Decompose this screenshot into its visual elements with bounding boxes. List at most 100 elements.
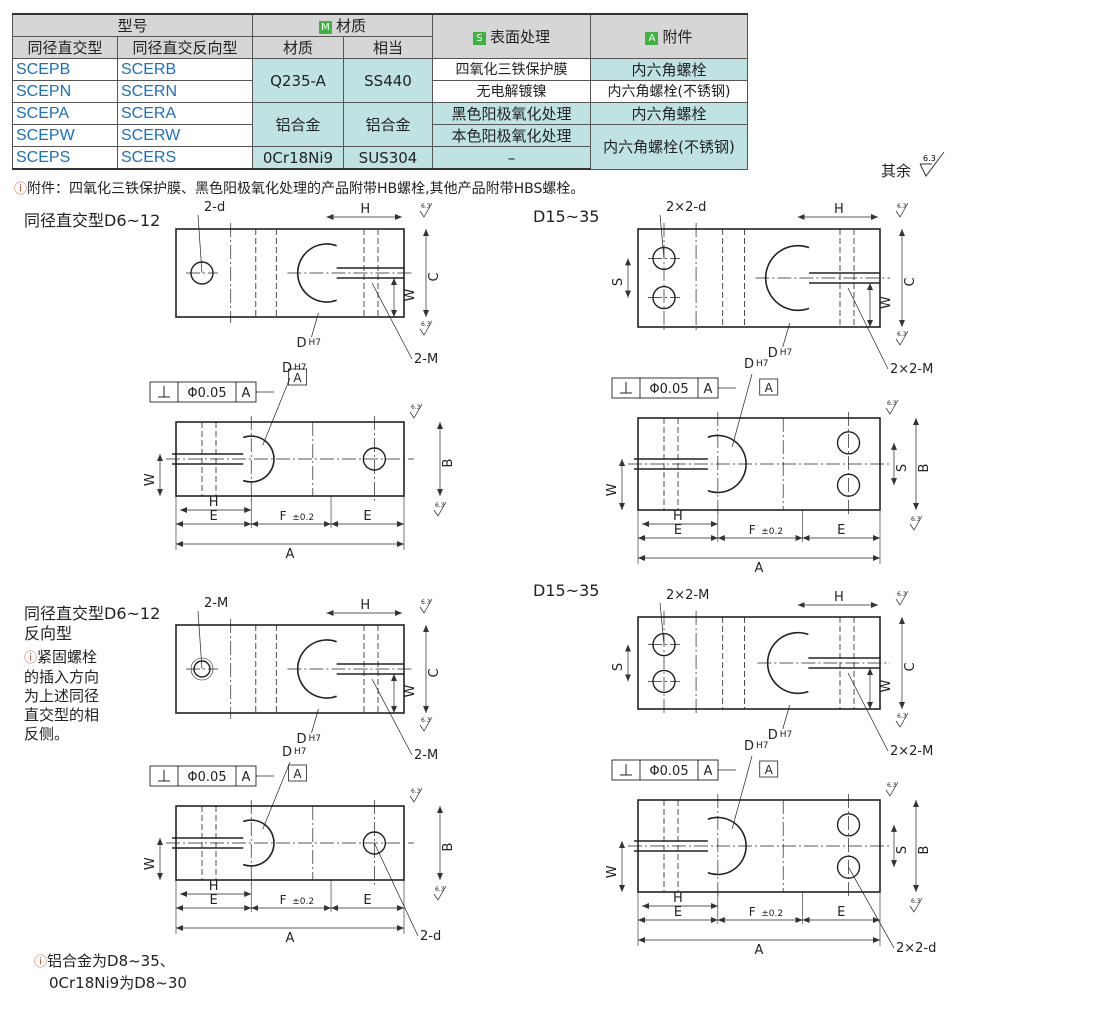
model-cell: SCEPN (12, 80, 118, 103)
roughness-value: 6.3 (421, 599, 431, 606)
roughness-mark (419, 320, 433, 336)
roughness-mark (433, 501, 447, 517)
finish-cell: – (432, 146, 591, 170)
dim-label-H: H (360, 598, 370, 613)
leader-line (311, 708, 319, 734)
dim-label-H: H (673, 509, 683, 524)
model-cell: SCERS (117, 146, 253, 170)
dim-label-B: B (441, 459, 456, 468)
dim-label-D: D (282, 745, 292, 760)
header-accessory-label: 附件 (662, 27, 693, 46)
alloy-note-line: 铝合金为D8~35、 (47, 952, 175, 970)
leader-line (782, 322, 791, 348)
finish-cell: 本色阳极氧化处理 (432, 124, 591, 147)
dim-label-D: D (296, 732, 306, 747)
leader-line (731, 373, 753, 447)
leader-line (262, 761, 291, 830)
dim-label-E: E (363, 509, 371, 524)
perp-datum: A (242, 386, 251, 401)
note-icon: ⓘ (34, 955, 48, 970)
dim-label-H7: H7 (308, 734, 321, 744)
leader-line (262, 377, 291, 446)
roughness-value: 6.3 (421, 203, 431, 210)
dim-label-H: H (834, 590, 844, 605)
title-bottom-left-2: 反向型 (24, 624, 73, 643)
roughness-value: 6.3 (897, 591, 907, 598)
dim-label-H7: H7 (756, 741, 769, 751)
model-cell: SCEPB (12, 58, 118, 81)
roughness-mark (895, 330, 909, 346)
roughness-value: 6.3 (421, 717, 431, 724)
dim-label-H: H (209, 879, 219, 894)
leader-line (659, 602, 665, 645)
reverse-note-line: 紧固螺栓 (37, 648, 98, 666)
header-equivalent: 相当 (343, 36, 433, 59)
leader-line (371, 678, 413, 756)
model-cell: SCERN (117, 80, 253, 103)
hole-label: 2-d (420, 929, 441, 944)
dim-label-A: A (286, 931, 295, 946)
perp-value: Φ0.05 (649, 764, 688, 779)
leader-line (659, 214, 665, 259)
equivalent-cell: SUS304 (343, 146, 433, 170)
leader-line (197, 214, 203, 274)
model-cell: SCERA (117, 102, 253, 125)
dim-label-A: A (286, 547, 295, 562)
accessory-cell: 内六角螺栓(不锈钢) (590, 124, 748, 170)
material-cell: 0Cr18Ni9 (252, 146, 344, 170)
model-cell: SCERW (117, 124, 253, 147)
dim-label-W: W (605, 483, 620, 496)
roughness-mark (909, 897, 923, 913)
hole-label: 2-M (204, 596, 228, 611)
roughness-symbol: 6.3 (919, 151, 945, 177)
roughness-mark (409, 787, 423, 803)
note-icon: ⓘ (24, 651, 38, 666)
accessory-note: ⓘ附件：四氧化三铁保护膜、黑色阳极氧化处理的产品附带HB螺栓,其他产品附带HBS… (14, 178, 584, 198)
dim-label-C: C (903, 662, 918, 671)
leader-line (197, 610, 203, 670)
datum-label: A (765, 763, 774, 777)
others-label: 其余 (881, 162, 912, 180)
title-bottom-right: D15~35 (533, 581, 600, 600)
material-cell: Q235-A (252, 58, 344, 103)
accessory-cell: 内六角螺栓 (590, 58, 748, 81)
datum-label: A (765, 381, 774, 395)
roughness-value: 6.3 (435, 502, 445, 509)
title-top-right: D15~35 (533, 207, 600, 226)
roughness-mark (419, 598, 433, 614)
roughness-value: 6.3 (435, 886, 445, 893)
roughness-value: 6.3 (897, 713, 907, 720)
dim-label-C: C (427, 668, 442, 677)
leader-line (847, 672, 889, 752)
header-model: 型号 (12, 13, 253, 37)
roughness-value: 6.3 (411, 788, 421, 795)
title-bottom-left: 同径直交型D6~12 (24, 604, 161, 623)
dim-label-H: H (673, 891, 683, 906)
roughness-mark (895, 590, 909, 606)
reverse-note-line: 为上述同径 (24, 687, 100, 705)
dim-label-B: B (917, 846, 932, 855)
header-material: 材质 (252, 36, 344, 59)
roughness-mark (419, 202, 433, 218)
dim-label-W: W (879, 296, 894, 309)
leader-line (311, 312, 319, 338)
title-top-left: 同径直交型D6~12 (24, 211, 161, 230)
leader-line (731, 755, 753, 829)
dim-label-C: C (903, 277, 918, 286)
dim-label-B: B (441, 843, 456, 852)
finish-cell: 无电解镀镍 (432, 80, 591, 103)
datum-box (759, 760, 779, 778)
dim-label-C: C (427, 272, 442, 281)
datum-label: A (293, 767, 302, 781)
dim-label-A: A (755, 561, 764, 576)
note-icon: ⓘ (14, 182, 28, 197)
datum-box (288, 764, 307, 782)
dim-label-H7: H7 (780, 730, 793, 740)
dim-label-E: E (674, 905, 682, 920)
header-surface-label: 表面处理 (489, 27, 550, 46)
dim-label-D: D (768, 728, 778, 743)
model-cell: SCERB (117, 58, 253, 81)
perp-datum: A (704, 382, 713, 397)
